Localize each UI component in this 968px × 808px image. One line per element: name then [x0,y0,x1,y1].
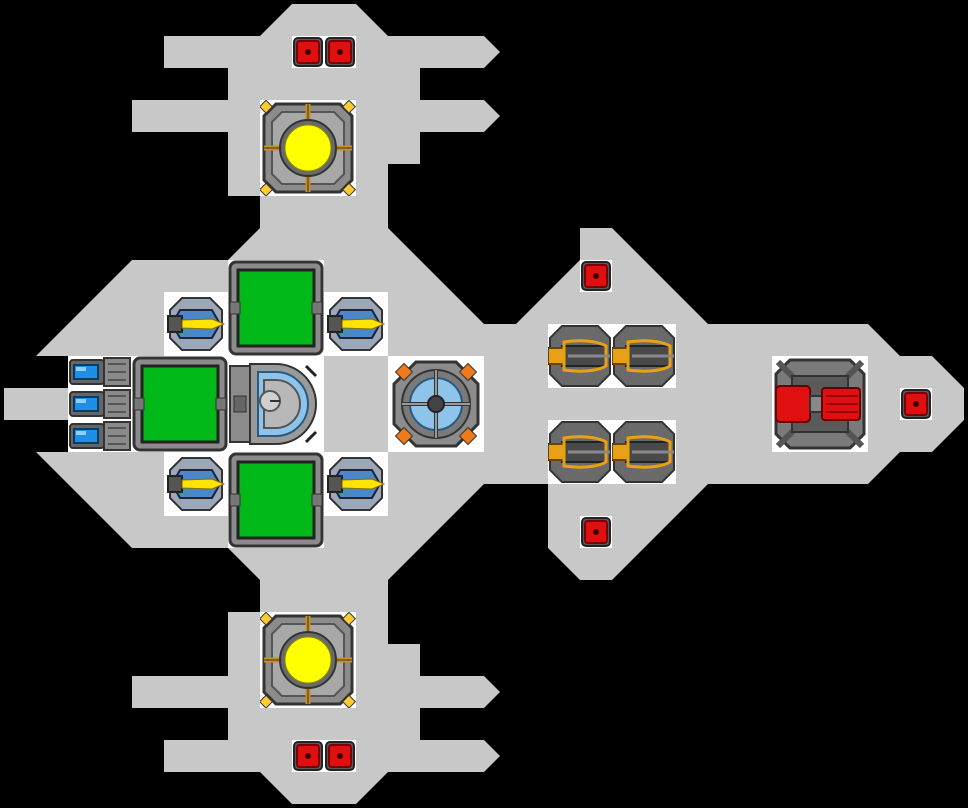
fuel-cell-icon [68,388,132,420]
autocannon-icon[interactable] [612,324,676,388]
reactor-icon [260,612,356,708]
reactor-icon [260,100,356,196]
point-defense-icon[interactable] [292,36,324,68]
cargo-bay-icon [228,452,324,548]
thruster-icon [324,452,388,516]
autocannon-icon[interactable] [612,420,676,484]
point-defense-icon[interactable] [580,516,612,548]
point-defense-icon[interactable] [580,260,612,292]
command-bridge-icon[interactable] [228,356,324,452]
thruster-icon [164,452,228,516]
thruster-icon [164,292,228,356]
point-defense-icon[interactable] [324,740,356,772]
autocannon-icon[interactable] [548,420,612,484]
point-defense-icon[interactable] [324,36,356,68]
heavy-cannon-icon[interactable] [772,356,868,452]
fuel-cell-icon [68,356,132,388]
shield-generator-icon [388,356,484,452]
thruster-icon [324,292,388,356]
point-defense-icon[interactable] [900,388,932,420]
cargo-bay-icon [228,260,324,356]
autocannon-icon[interactable] [548,324,612,388]
fuel-cell-icon [68,420,132,452]
cargo-bay-icon [132,356,228,452]
point-defense-icon[interactable] [292,740,324,772]
